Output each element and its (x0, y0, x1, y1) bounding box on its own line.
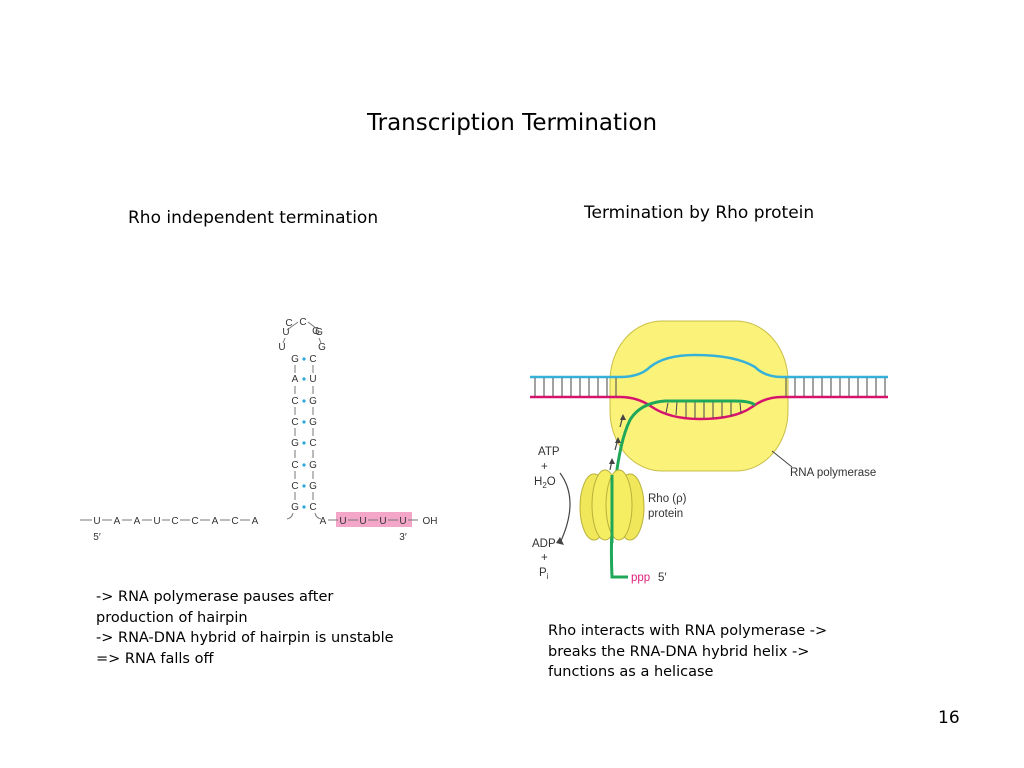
svg-text:H2O: H2O (534, 476, 556, 490)
stem-base-right: U (309, 374, 316, 385)
hairpin-terminator-figure: C U G U G C G G C A U C G C G G C C G C … (80, 317, 438, 543)
u-tract-base: U (399, 516, 406, 527)
stem-base-right: C (309, 502, 316, 513)
description-line: => RNA falls off (96, 650, 214, 667)
loop-base: U (278, 342, 285, 353)
stem-base-right: G (309, 460, 317, 471)
rho-protein-label: Rho (ρ) (648, 493, 687, 505)
u-tract-base: U (359, 516, 366, 527)
strand-base: C (171, 516, 178, 527)
stem-base-left: A (292, 374, 299, 385)
pi-label: P (539, 567, 547, 579)
rna-polymerase-shape (609, 320, 789, 472)
stem-base-left: C (291, 417, 298, 428)
description-line: Rho interacts with RNA polymerase -> (548, 623, 828, 639)
strand-base: A (212, 516, 219, 527)
stem-base-right: G (309, 481, 317, 492)
strand-base: A (134, 516, 141, 527)
strand-base: A (114, 516, 121, 527)
description-line: functions as a helicase (548, 664, 714, 680)
five-prime-label: 5′ (93, 532, 101, 543)
loop-base: G (318, 342, 326, 353)
plus-label: + (541, 461, 548, 473)
adp-label: ADP (532, 538, 556, 550)
rho-independent-description: -> RNA polymerase pauses after productio… (96, 587, 456, 669)
dna-bottom-strand (530, 395, 888, 421)
stem-base-left: G (291, 354, 299, 365)
stem-base-left: C (291, 396, 298, 407)
strand-base: U (153, 516, 160, 527)
description-line: -> RNA-DNA hybrid of hairpin is unstable (96, 630, 394, 646)
stem-base-left: G (291, 438, 299, 449)
strand-base: A (320, 516, 327, 527)
rho-termination-figure: ATP + H2O ADP + Pi Rho (ρ) protein RNA p… (530, 320, 888, 584)
strand-base: U (93, 516, 100, 527)
stem-base-left: G (291, 502, 299, 513)
description-line: -> RNA polymerase pauses after (96, 589, 334, 605)
loop-base: G (312, 326, 320, 337)
stem-base-right: G (309, 417, 317, 428)
stem-base-right: C (309, 438, 316, 449)
stem-base-left: C (291, 481, 298, 492)
rho-dependent-heading: Termination by Rho protein (584, 203, 815, 223)
strand-base: C (231, 516, 238, 527)
stem-base-left: C (291, 460, 298, 471)
loop-base: G (315, 327, 323, 338)
loop-base: C (285, 318, 292, 329)
strand-base: A (252, 516, 259, 527)
stem-base-right: C (309, 354, 316, 365)
page-number: 16 (938, 708, 960, 728)
h2o-label: H (534, 476, 542, 488)
atp-label: ATP (538, 446, 560, 458)
rna-polymerase-label: RNA polymerase (790, 467, 876, 479)
polymerase-leader-line (771, 450, 793, 468)
ppp-label: ppp (631, 572, 650, 584)
loop-base: C (299, 317, 306, 328)
description-line: breaks the RNA-DNA hybrid helix -> (548, 643, 810, 660)
three-prime-label: 3′ (399, 532, 407, 543)
description-line: production of hairpin (96, 609, 248, 626)
u-tract-base: U (379, 516, 386, 527)
plus-label: + (541, 552, 548, 564)
rho-independent-heading: Rho independent termination (128, 208, 379, 228)
loop-base: U (282, 327, 289, 338)
five-prime-label: 5′ (658, 572, 667, 584)
u-tract-base: U (339, 516, 346, 527)
hydroxyl-end-label: OH (423, 516, 438, 527)
rho-protein-label: protein (648, 508, 683, 520)
dna-top-strand (530, 353, 888, 379)
svg-text:Pi: Pi (539, 567, 549, 581)
slide-title: Transcription Termination (366, 110, 658, 136)
rho-dependent-description: Rho interacts with RNA polymerase -> bre… (548, 621, 878, 683)
strand-base: C (191, 516, 198, 527)
stem-base-right: G (309, 396, 317, 407)
